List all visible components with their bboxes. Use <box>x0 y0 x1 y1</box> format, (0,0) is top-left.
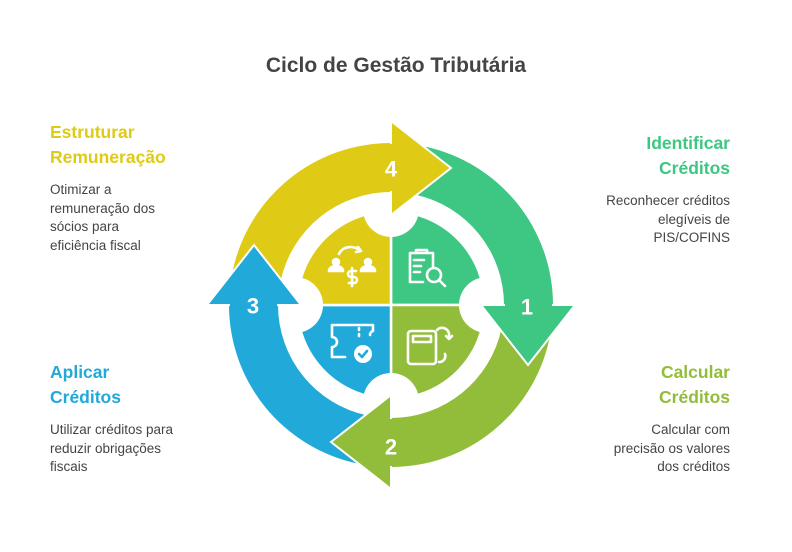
heading-line: Calcular <box>660 362 730 382</box>
step-4-description: Otimizar a remuneração dos sócios para efic… <box>50 181 250 255</box>
body-line: Utilizar créditos para <box>50 422 174 437</box>
heading-line: Remuneração <box>50 146 166 167</box>
step-3-number: 3 <box>247 294 259 319</box>
body-line: eficiência fiscal <box>50 237 141 253</box>
body-line: Otimizar a <box>50 182 112 197</box>
body-line: PIS/COFINS <box>653 230 730 245</box>
heading-line: Estruturar <box>50 122 135 142</box>
body-line: fiscais <box>50 459 88 474</box>
body-line: Reconhecer créditos <box>606 193 730 208</box>
body-line: elegíveis de <box>657 211 730 227</box>
step-3-description: Utilizar créditos para reduzir obrigações… <box>50 421 250 477</box>
step-1-description: Reconhecer créditos elegíveis de PIS/COFIN… <box>530 192 730 248</box>
ticket-check-icon <box>330 323 375 363</box>
body-line: dos créditos <box>657 459 730 474</box>
arrow-structure-band <box>232 143 391 282</box>
step-2-number: 2 <box>385 435 397 460</box>
arrow-apply-joint <box>230 303 278 308</box>
step-2-description: Calcular com precisão os valores dos crédi… <box>530 421 730 477</box>
heading-line: Créditos <box>659 157 730 178</box>
arrow-identify-joint <box>504 302 552 307</box>
body-line: precisão os valores <box>613 440 730 456</box>
body-line: Calcular com <box>651 422 730 437</box>
heading-line: Identificar <box>646 133 730 153</box>
diagram-title: Ciclo de Gestão Tributária <box>265 54 527 77</box>
body-line: reduzir obrigações <box>50 440 162 456</box>
step-1-number: 1 <box>521 295 533 320</box>
people-money-transfer-icon <box>327 245 377 288</box>
arrow-structure-joint <box>388 144 393 192</box>
arrow-apply-band <box>229 305 368 464</box>
arrow-calculate-band <box>391 328 550 467</box>
heading-line: Créditos <box>50 386 121 407</box>
heading-line: Aplicar <box>50 362 110 382</box>
heading-line: Créditos <box>659 386 730 407</box>
arrow-calculate-joint <box>389 418 394 466</box>
body-line: sócios para <box>50 219 120 234</box>
arrow-identify-band <box>414 146 553 305</box>
clipboard-search-icon <box>408 248 447 288</box>
step-4-number: 4 <box>385 157 398 182</box>
body-line: remuneração dos <box>50 200 156 216</box>
calculator-refresh-icon <box>406 326 454 366</box>
